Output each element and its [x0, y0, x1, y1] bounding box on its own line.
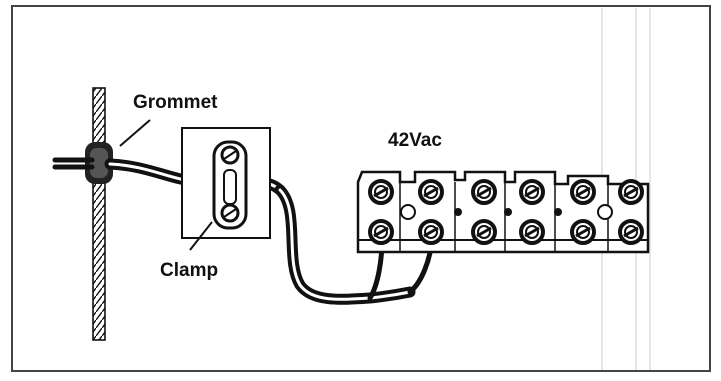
- terminal-screw: [519, 219, 545, 245]
- clamp-label: Clamp: [160, 260, 218, 281]
- terminal-screws: [368, 179, 644, 245]
- voltage-label: 42Vac: [388, 130, 442, 151]
- grommet-label: Grommet: [133, 92, 218, 113]
- clamp-plate: [181, 127, 271, 239]
- terminal-screw: [418, 179, 444, 205]
- wall: [92, 87, 106, 341]
- terminal-screw: [618, 219, 644, 245]
- terminal-block: [356, 170, 650, 254]
- terminal-screw: [418, 219, 444, 245]
- terminal-screw: [471, 219, 497, 245]
- terminal-screw: [368, 219, 394, 245]
- clamp-leader: [189, 221, 213, 251]
- terminal-screw: [618, 179, 644, 205]
- terminal-screw: [368, 179, 394, 205]
- terminal-screw: [570, 179, 596, 205]
- terminal-screw: [471, 179, 497, 205]
- grommet-leader: [119, 119, 151, 147]
- grommet: [85, 142, 113, 184]
- terminal-screw: [570, 219, 596, 245]
- terminal-screw: [519, 179, 545, 205]
